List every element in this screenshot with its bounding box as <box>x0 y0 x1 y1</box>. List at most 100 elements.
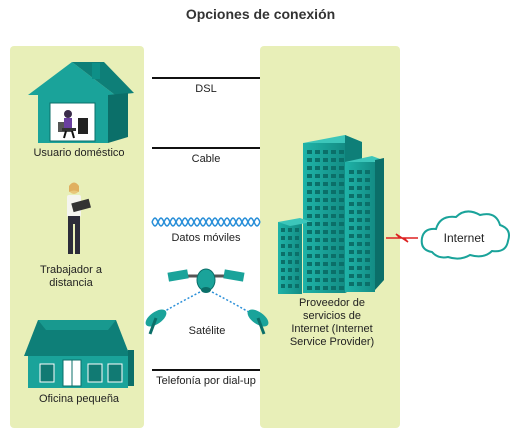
building-window <box>315 198 320 202</box>
building-window <box>339 278 344 282</box>
building-window <box>349 178 354 182</box>
building-window <box>307 246 312 250</box>
building-window <box>323 278 328 282</box>
building-window <box>349 170 354 174</box>
building-window <box>339 150 344 154</box>
building-window <box>357 250 362 254</box>
building-window <box>357 186 362 190</box>
building-window <box>339 158 344 162</box>
satellite-dish-left-icon <box>145 309 167 335</box>
building-window <box>331 246 336 250</box>
home-user-person-icon <box>58 110 88 139</box>
label-satellite: Satélite <box>188 325 226 337</box>
building-window <box>365 170 370 174</box>
building-window <box>315 270 320 274</box>
building-window <box>365 226 370 230</box>
building-window <box>331 238 336 242</box>
building-window <box>323 230 328 234</box>
building-window <box>331 158 336 162</box>
building-window <box>349 186 354 190</box>
building-window <box>323 262 328 266</box>
building-window <box>315 278 320 282</box>
building-window <box>323 150 328 154</box>
building-window <box>339 222 344 226</box>
building-window <box>349 250 354 254</box>
building-window <box>365 250 370 254</box>
label-dsl: DSL <box>195 83 217 95</box>
building-window <box>323 222 328 226</box>
building-window <box>307 166 312 170</box>
building-window <box>349 258 354 262</box>
building-window <box>331 230 336 234</box>
building-window <box>339 206 344 210</box>
building-window <box>357 178 362 182</box>
building-window <box>365 234 370 238</box>
building-window <box>307 206 312 210</box>
building-window <box>281 276 285 280</box>
cellular-wave-mirror <box>151 217 261 227</box>
building-window <box>315 246 320 250</box>
building-window <box>323 190 328 194</box>
building-window <box>281 228 285 232</box>
building-window <box>349 210 354 214</box>
building-window <box>349 242 354 246</box>
building-window <box>331 174 336 178</box>
satellite-dish-right-icon <box>247 309 269 335</box>
building-window <box>323 198 328 202</box>
label-small-office: Oficina pequeña <box>38 393 120 405</box>
building-window <box>339 198 344 202</box>
building-window <box>307 238 312 242</box>
building-window <box>357 234 362 238</box>
building-window <box>331 270 336 274</box>
building-window <box>295 260 299 264</box>
building-window <box>315 182 320 186</box>
building-window <box>307 158 312 162</box>
building-window <box>331 214 336 218</box>
building-window <box>288 268 292 272</box>
building-window <box>331 278 336 282</box>
building-window <box>357 194 362 198</box>
building-window <box>307 286 312 290</box>
building-window <box>315 254 320 258</box>
building-window <box>307 198 312 202</box>
building-window <box>323 182 328 186</box>
building-window <box>365 210 370 214</box>
building-window <box>281 236 285 240</box>
building-window <box>357 218 362 222</box>
cable-line <box>152 147 260 149</box>
building-window <box>307 182 312 186</box>
building-window <box>281 268 285 272</box>
building-window <box>331 262 336 266</box>
building-window <box>357 266 362 270</box>
label-cellular: Datos móviles <box>171 232 241 244</box>
building-window <box>331 190 336 194</box>
building-window <box>323 158 328 162</box>
building-window <box>295 236 299 240</box>
building-window <box>307 270 312 274</box>
building-window <box>339 246 344 250</box>
building-window <box>331 182 336 186</box>
building-window <box>349 282 354 286</box>
building-window <box>307 278 312 282</box>
building-window <box>365 258 370 262</box>
building-window <box>349 274 354 278</box>
building-window <box>357 170 362 174</box>
building-window <box>315 230 320 234</box>
building-window <box>323 270 328 274</box>
building-window <box>339 238 344 242</box>
building-window <box>365 266 370 270</box>
diagram-title: Opciones de conexión <box>185 6 336 22</box>
building-window <box>331 206 336 210</box>
building-window <box>288 260 292 264</box>
building-window <box>357 210 362 214</box>
building-window <box>295 284 299 288</box>
building-window <box>365 202 370 206</box>
building-window <box>295 244 299 248</box>
building-window <box>365 274 370 278</box>
building-window <box>288 276 292 280</box>
building-window <box>315 150 320 154</box>
building-window <box>281 260 285 264</box>
building-window <box>357 274 362 278</box>
building-window <box>295 268 299 272</box>
building-window <box>315 190 320 194</box>
